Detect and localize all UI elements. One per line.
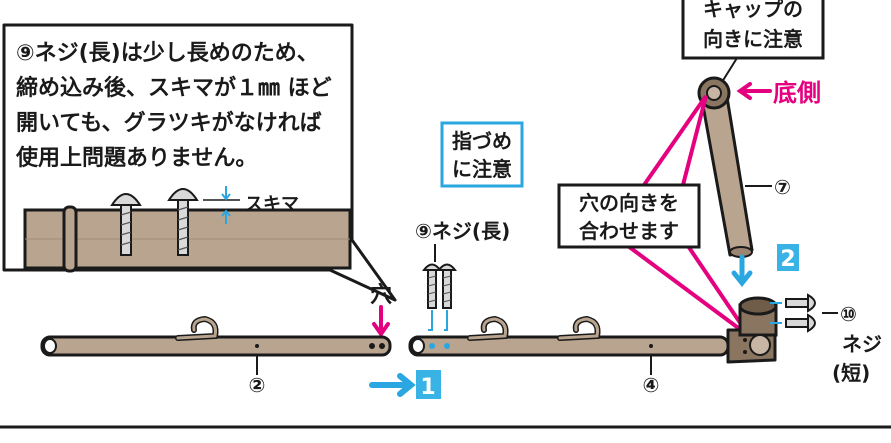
callout-panel: ⑨ネジ(長)は少し長めのため、 締め込み後、スキマが１㎜ ほど 開いても、グラツ… <box>2 23 397 302</box>
cap-note-line-1: キャップの <box>703 0 803 21</box>
zoomed-screw-right <box>167 188 199 256</box>
hole-align-line-2: 合わせます <box>579 219 679 243</box>
post-part-7 <box>697 76 754 258</box>
finger-note-line-2: に注意 <box>452 157 512 181</box>
hole-align-line-1: 穴の向きを <box>579 191 679 215</box>
pipe-2-label: ② <box>249 373 266 397</box>
finger-note-line-1: 指づめ <box>452 129 512 153</box>
hole-arrow <box>372 305 390 338</box>
cap-note-box: キャップの 向きに注意 <box>681 0 825 83</box>
step-2-number: 2 <box>780 247 795 272</box>
callout-line-4: 使用上問題ありません。 <box>15 146 257 171</box>
screw-guide-lines <box>428 310 448 331</box>
long-screw-right <box>437 263 457 309</box>
hole-align-pointers <box>626 94 747 332</box>
pipe-4-label: ④ <box>643 373 660 397</box>
cap-note-line-2: 向きに注意 <box>703 27 803 51</box>
step-1-number: 1 <box>420 375 435 400</box>
screw-long-label: ⑨ネジ(長) <box>415 219 510 243</box>
gap-indicator <box>203 186 240 224</box>
pipe-part-2 <box>40 315 392 357</box>
gap-label: スキマ <box>245 194 299 215</box>
screw-short-line-1: ネジ <box>842 332 882 356</box>
long-screw-left <box>422 263 442 309</box>
corner-joint <box>726 296 778 364</box>
hole-label: 穴 <box>370 282 392 308</box>
callout-line-3: 開いても、グラツキがなければ <box>16 110 322 136</box>
screw-short-line-2: (短) <box>832 361 870 385</box>
step-2-arrow <box>731 254 753 288</box>
finger-note: 指づめ に注意 <box>440 121 524 188</box>
post-part-label: ⑦ <box>774 175 791 199</box>
callout-line-1: ⑨ネジ(長)は少し長めのため、 <box>16 41 319 66</box>
screw-short-number: ⑩ <box>840 302 857 326</box>
bottom-side-arrow <box>736 82 772 100</box>
bottom-side-label: 底側 <box>773 79 821 107</box>
step-1-box <box>416 370 441 399</box>
callout-line-2: 締め込み後、スキマが１㎜ ほど <box>16 75 332 101</box>
short-screw-top <box>770 293 816 313</box>
pipe-part-4 <box>408 315 730 357</box>
step-2-box <box>777 244 799 271</box>
step-1-arrow <box>369 373 416 397</box>
short-screw-bottom <box>770 313 816 333</box>
hole-align-note: 穴の向きを 合わせます <box>557 183 701 249</box>
zoomed-screw-left <box>110 193 142 256</box>
